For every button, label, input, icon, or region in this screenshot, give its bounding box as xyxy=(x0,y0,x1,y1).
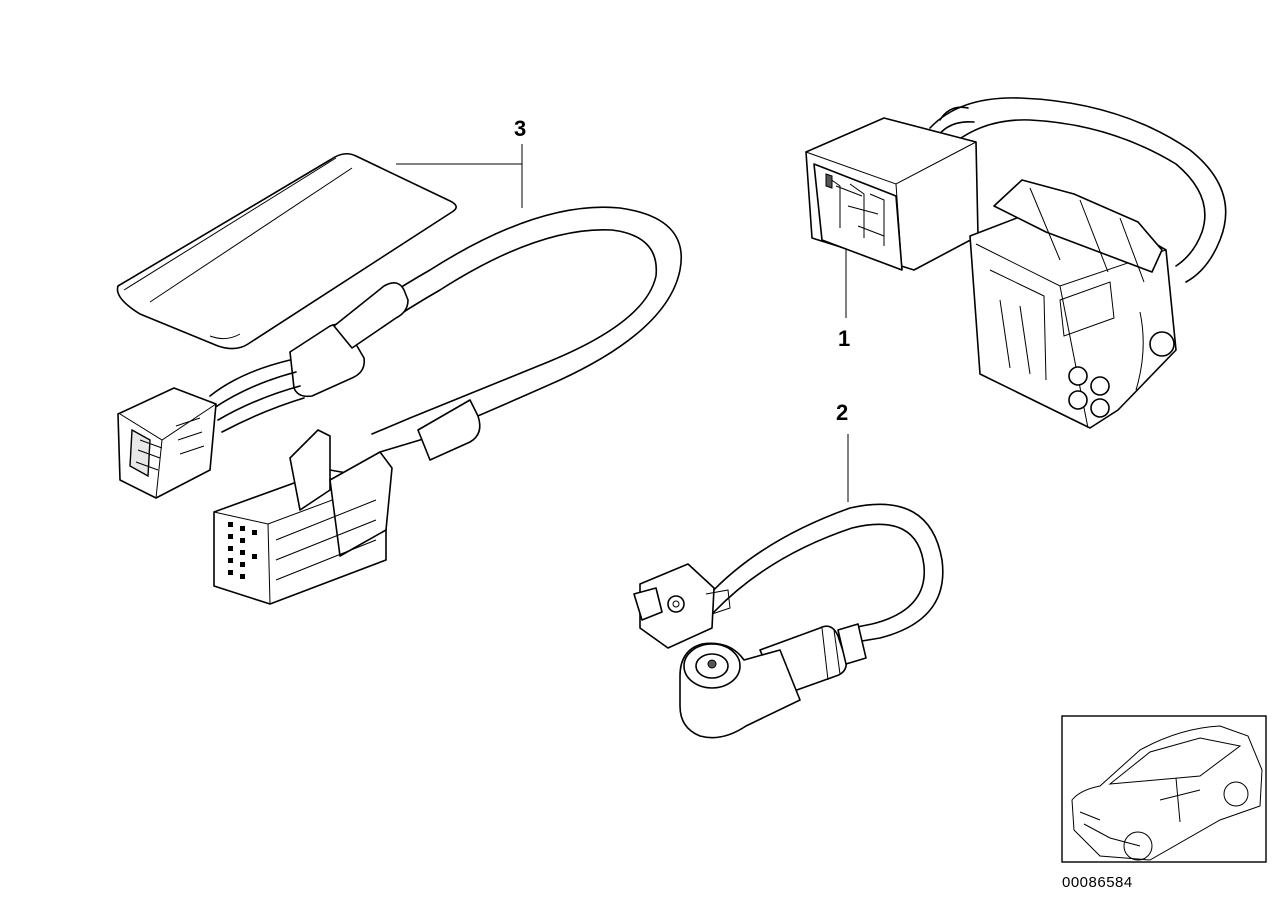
diagram-id: 00086584 xyxy=(1062,874,1133,891)
part-2-antenna-cable xyxy=(633,434,944,739)
pin-grid xyxy=(228,522,257,579)
protective-sleeve xyxy=(116,152,457,350)
part-1-radio-connector xyxy=(805,97,1227,429)
part-3-adapter-cable xyxy=(116,144,682,605)
din-plug xyxy=(679,642,801,739)
callout-3: 3 xyxy=(514,116,527,141)
fakra-connector xyxy=(633,563,731,649)
callout-1: 1 xyxy=(838,326,851,351)
vehicle-thumbnail xyxy=(1061,715,1267,863)
large-connector xyxy=(213,429,393,605)
small-connector xyxy=(117,387,217,499)
callout-2: 2 xyxy=(836,400,849,425)
